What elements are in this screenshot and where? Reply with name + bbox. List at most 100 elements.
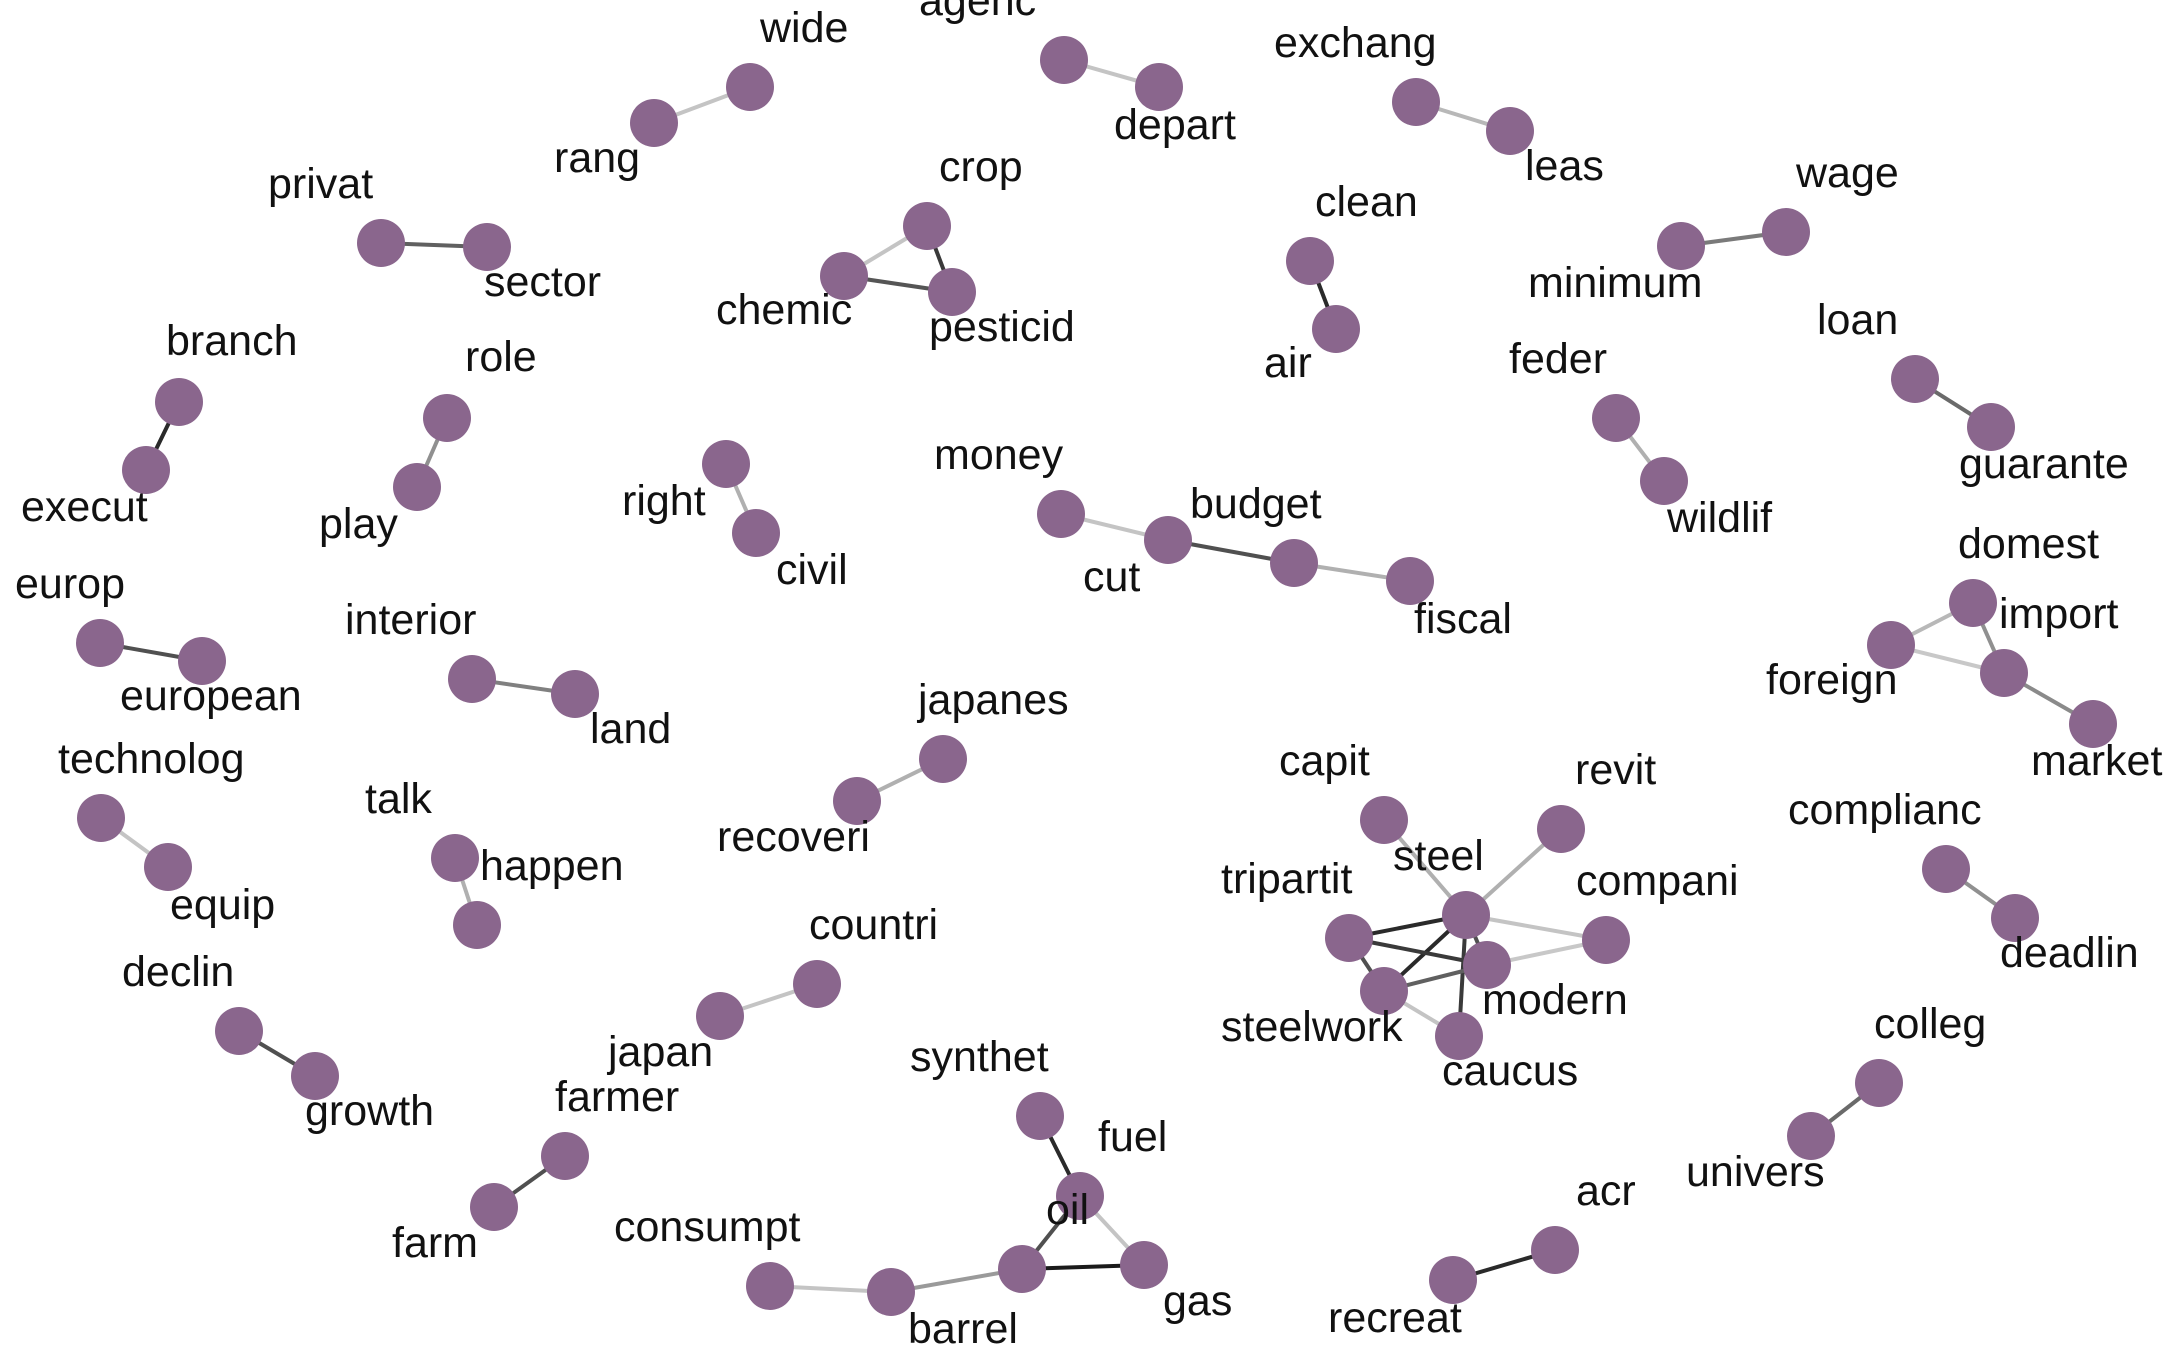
node-label-synthet: synthet <box>910 1033 1049 1081</box>
node-label-recreat: recreat <box>1328 1294 1462 1342</box>
node-complianc <box>1922 845 1970 893</box>
node-label-farmer: farmer <box>555 1073 679 1121</box>
node-consumpt <box>746 1262 794 1310</box>
node-synthet <box>1016 1092 1064 1140</box>
node-european <box>178 637 226 685</box>
node-label-barrel: barrel <box>908 1305 1018 1350</box>
node-recreat <box>1429 1256 1477 1304</box>
node-play <box>393 463 441 511</box>
node-label-wide: wide <box>759 4 848 52</box>
node-label-european: european <box>120 672 302 720</box>
node-gas <box>1120 1241 1168 1289</box>
nodes-layer <box>76 36 2117 1316</box>
node-label-play: play <box>319 500 398 548</box>
node-label-growth: growth <box>305 1087 434 1135</box>
node-import <box>1980 649 2028 697</box>
node-colleg <box>1855 1059 1903 1107</box>
node-execut <box>122 446 170 494</box>
node-leas <box>1486 107 1534 155</box>
node-label-technolog: technolog <box>58 735 245 783</box>
node-domest <box>1949 579 1997 627</box>
node-label-farm: farm <box>392 1219 478 1267</box>
node-fiscal <box>1386 557 1434 605</box>
node-label-gas: gas <box>1163 1277 1232 1325</box>
node-label-money: money <box>934 431 1064 479</box>
node-market <box>2069 700 2117 748</box>
node-growth <box>291 1052 339 1100</box>
node-label-clean: clean <box>1315 178 1418 226</box>
node-label-revit: revit <box>1575 746 1656 794</box>
node-label-tripartit: tripartit <box>1221 855 1352 903</box>
node-label-chemic: chemic <box>716 286 852 334</box>
node-label-domest: domest <box>1958 520 2099 568</box>
node-fuel <box>1056 1172 1104 1220</box>
node-label-leas: leas <box>1525 142 1604 190</box>
node-label-civil: civil <box>776 546 848 594</box>
node-label-import: import <box>1999 590 2119 638</box>
node-label-univers: univers <box>1686 1148 1825 1196</box>
node-wide <box>726 63 774 111</box>
node-revit <box>1537 805 1585 853</box>
node-label-acr: acr <box>1576 1167 1636 1215</box>
node-label-sector: sector <box>484 258 601 306</box>
node-label-declin: declin <box>122 948 234 996</box>
node-clean <box>1286 237 1334 285</box>
node-oil <box>998 1245 1046 1293</box>
node-wildlif <box>1640 457 1688 505</box>
node-role <box>423 394 471 442</box>
node-label-guarante: guarante <box>1959 440 2129 488</box>
node-label-exchang: exchang <box>1274 19 1437 67</box>
node-sector <box>463 223 511 271</box>
node-acr <box>1531 1226 1579 1274</box>
node-label-fuel: fuel <box>1098 1113 1167 1161</box>
node-interior <box>448 655 496 703</box>
node-foreign <box>1867 621 1915 669</box>
node-label-japanes: japanes <box>916 676 1069 724</box>
node-label-market: market <box>2031 737 2162 785</box>
node-label-agenc: agenc <box>919 0 1036 25</box>
node-label-minimum: minimum <box>1528 259 1702 307</box>
node-label-europ: europ <box>15 560 125 608</box>
node-agenc <box>1040 36 1088 84</box>
node-money <box>1037 490 1085 538</box>
node-barrel <box>867 1268 915 1316</box>
node-farm <box>470 1183 518 1231</box>
node-label-wildlif: wildlif <box>1666 494 1773 542</box>
node-label-recoveri: recoveri <box>717 813 870 861</box>
node-label-fiscal: fiscal <box>1414 595 1512 643</box>
node-steelwork <box>1360 967 1408 1015</box>
node-label-pesticid: pesticid <box>929 303 1075 351</box>
node-label-right: right <box>622 477 706 525</box>
node-rang <box>630 99 678 147</box>
node-label-colleg: colleg <box>1874 1000 1986 1048</box>
node-label-rang: rang <box>554 134 640 182</box>
node-label-depart: depart <box>1114 101 1236 149</box>
node-label-air: air <box>1264 339 1312 387</box>
node-label-interior: interior <box>345 596 476 644</box>
node-label-oil: oil <box>1046 1186 1089 1234</box>
node-steel <box>1442 891 1490 939</box>
node-minimum <box>1657 222 1705 270</box>
node-europ <box>76 619 124 667</box>
node-label-complianc: complianc <box>1788 786 1982 834</box>
node-budget <box>1270 539 1318 587</box>
node-label-loan: loan <box>1817 296 1898 344</box>
node-modern <box>1463 941 1511 989</box>
node-happen <box>453 901 501 949</box>
node-civil <box>732 509 780 557</box>
node-label-capit: capit <box>1279 737 1370 785</box>
node-label-wage: wage <box>1795 149 1899 197</box>
node-univers <box>1787 1112 1835 1160</box>
node-loan <box>1891 355 1939 403</box>
node-label-steelwork: steelwork <box>1221 1003 1403 1051</box>
node-chemic <box>820 252 868 300</box>
node-recoveri <box>833 777 881 825</box>
node-label-budget: budget <box>1190 480 1322 528</box>
node-exchang <box>1392 78 1440 126</box>
node-feder <box>1592 394 1640 442</box>
node-technolog <box>77 794 125 842</box>
node-label-land: land <box>590 705 671 753</box>
node-guarante <box>1967 403 2015 451</box>
node-cut <box>1144 516 1192 564</box>
